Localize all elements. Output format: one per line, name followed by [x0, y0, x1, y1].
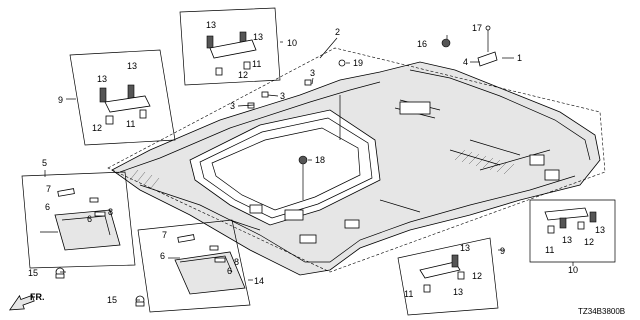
callout-4: 4 — [463, 57, 468, 67]
headliner — [111, 61, 601, 276]
callout-13-d: 13 — [253, 32, 263, 42]
callout-3-a: 3 — [310, 68, 315, 78]
callout-10-b: 10 — [568, 265, 578, 275]
callout-9-b: 9 — [500, 246, 505, 256]
callout-6-b: 6 — [87, 214, 92, 224]
clip-16 — [441, 38, 451, 48]
callout-14: 14 — [254, 276, 264, 286]
callout-15-a: 15 — [28, 268, 38, 278]
callout-12-c: 12 — [472, 271, 482, 281]
group-9-left — [69, 49, 176, 146]
callout-9-a: 9 — [58, 95, 63, 105]
callout-17: 17 — [472, 23, 482, 33]
callout-13-g: 13 — [562, 235, 572, 245]
callout-15-b: 15 — [107, 295, 117, 305]
callout-6-a: 6 — [45, 202, 50, 212]
callout-13-e: 13 — [460, 243, 470, 253]
callout-2: 2 — [335, 27, 340, 37]
clip-15-b — [135, 295, 145, 307]
diagram-code: TZ34B3800B — [578, 307, 625, 316]
front-label: FR. — [30, 292, 45, 302]
group-9-bottom — [397, 237, 499, 316]
clip-18 — [298, 155, 308, 165]
callout-19: 19 — [353, 58, 363, 68]
callout-3-c: 3 — [230, 101, 235, 111]
group-10-top — [179, 7, 281, 86]
callout-13-a: 13 — [97, 74, 107, 84]
callout-6-d: 6 — [227, 266, 232, 276]
callout-18: 18 — [315, 155, 325, 165]
callout-10-a: 10 — [287, 38, 297, 48]
callout-11-d: 11 — [545, 245, 554, 255]
clip-19 — [338, 59, 346, 67]
callout-1: 1 — [517, 53, 522, 63]
callout-6-c: 6 — [160, 251, 165, 261]
callout-3-b: 3 — [280, 91, 285, 101]
callout-7-b: 7 — [162, 230, 167, 240]
callout-13-f: 13 — [453, 287, 463, 297]
group-10-right — [529, 199, 616, 263]
callout-12-a: 12 — [92, 123, 102, 133]
front-direction-arrow: FR. — [8, 292, 45, 311]
callout-11-c: 11 — [404, 289, 413, 299]
callout-16: 16 — [417, 39, 427, 49]
group-5-sunvisor — [21, 171, 136, 269]
group-14-sunvisor — [137, 219, 251, 313]
clip-15-a — [55, 267, 65, 279]
callout-8-a: 8 — [108, 207, 113, 217]
callout-12-b: 12 — [238, 70, 248, 80]
callout-7-a: 7 — [46, 184, 51, 194]
callout-11-b: 11 — [252, 59, 261, 69]
callout-11-a: 11 — [126, 119, 135, 129]
callout-5: 5 — [42, 158, 47, 168]
bracket-1-4 — [477, 25, 498, 67]
callout-12-d: 12 — [584, 237, 594, 247]
leader-lines — [44, 35, 574, 301]
callout-13-c: 13 — [206, 20, 216, 30]
callout-13-h: 13 — [595, 225, 605, 235]
callout-labels: 1 2 3 3 3 4 5 6 6 6 6 7 7 8 8 9 9 10 10 … — [28, 20, 605, 305]
callout-13-b: 13 — [127, 61, 137, 71]
callout-8-b: 8 — [234, 257, 239, 267]
